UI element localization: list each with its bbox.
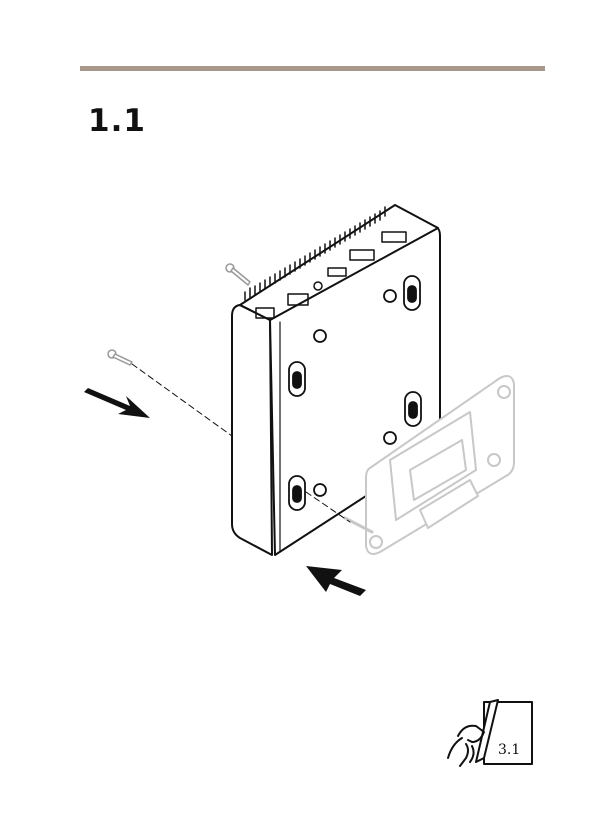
screws (108, 264, 250, 365)
page-turn-hand-icon (440, 692, 540, 772)
arrow-bottom (306, 566, 366, 596)
next-step-reference: 3.1 (440, 692, 540, 772)
next-step-label: 3.1 (498, 742, 520, 758)
arrow-left (84, 388, 150, 418)
